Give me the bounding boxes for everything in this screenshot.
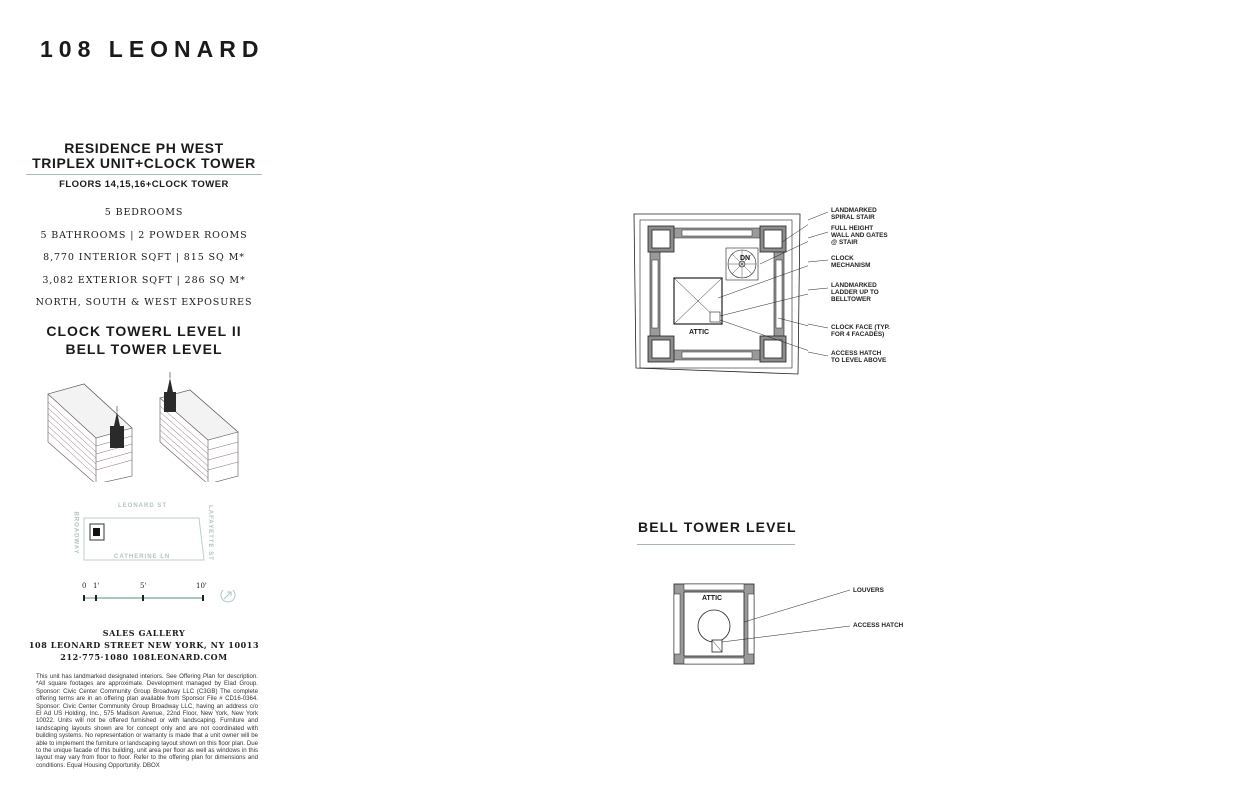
bell-title-rule: [637, 544, 795, 545]
bell-tower-title: BELL TOWER LEVEL: [638, 519, 797, 535]
scale-5: 5': [140, 582, 147, 590]
title-rule: [26, 174, 262, 175]
stair-dn-label: DN: [740, 255, 751, 262]
bell-tower-plan: [673, 583, 851, 665]
scale-1: 1': [93, 582, 100, 590]
scale-10: 10': [196, 582, 207, 590]
floors-label: FLOORS 14,15,16+CLOCK TOWER: [59, 179, 229, 190]
spec-exposures: NORTH, SOUTH & WEST EXPOSURES: [35, 297, 253, 308]
street-top: LEONARD ST: [118, 503, 167, 509]
key-plan: LEONARD ST CATHERINE LN BROADWAY LAFAYET…: [72, 500, 224, 570]
level-title-2: BELL TOWER LEVEL: [65, 341, 223, 357]
clock-attic-label: ATTIC: [689, 329, 710, 336]
spec-interior: 8,770 INTERIOR SQFT | 815 SQ M*: [43, 252, 245, 263]
north-arrow-icon: [220, 590, 236, 603]
brand-logo: 108 LEONARD: [40, 36, 265, 62]
sales-title: SALES GALLERY: [102, 628, 186, 638]
scale-0: 0: [82, 582, 87, 590]
street-right: LAFAYETTE ST: [206, 505, 213, 561]
residence-title-1: RESIDENCE PH WEST: [64, 140, 224, 156]
clock-tower-plan: [633, 213, 808, 375]
residence-title-2: TRIPLEX UNIT+CLOCK TOWER: [32, 155, 256, 171]
street-bottom: CATHERINE LN: [114, 554, 171, 560]
spec-exterior: 3,082 EXTERIOR SQFT | 286 SQ M*: [42, 275, 246, 286]
spec-bedrooms: 5 BEDROOMS: [104, 207, 184, 218]
callout-clock-face: CLOCK FACE (TYP.FOR 4 FACADES): [831, 324, 890, 339]
spec-bathrooms: 5 BATHROOMS | 2 POWDER ROOMS: [40, 230, 248, 241]
bell-attic-label: ATTIC: [702, 595, 723, 602]
disclaimer: This unit has landmarked designated inte…: [36, 673, 258, 769]
scale-bar: [83, 590, 236, 603]
callout-leaders: [808, 211, 829, 357]
sales-address: 108 LEONARD STREET NEW YORK, NY 10013: [28, 640, 260, 650]
level-title-1: CLOCK TOWERL LEVEL II: [46, 323, 242, 339]
street-left: BROADWAY: [72, 511, 79, 555]
callout-access-hatch: ACCESS HATCH: [853, 622, 904, 629]
sales-contact: 212·775·1080 108LEONARD.COM: [60, 652, 228, 662]
key-plan-outline: [83, 517, 205, 561]
building-axonometric: [47, 372, 239, 482]
callout-louvers: LOUVERS: [853, 587, 884, 594]
